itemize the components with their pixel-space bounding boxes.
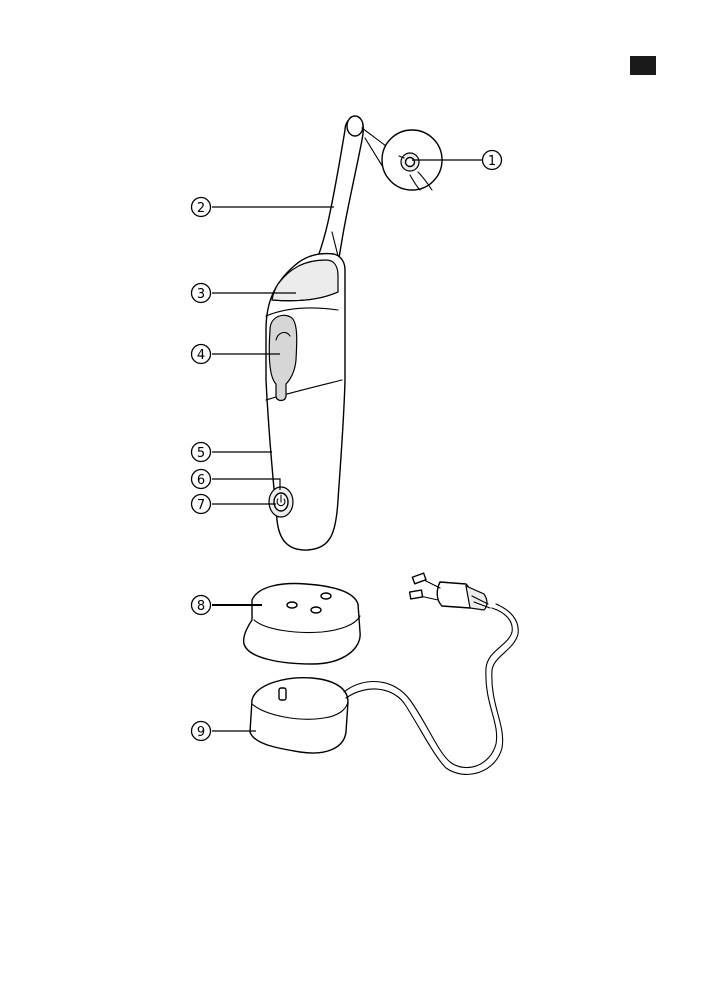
nozzle (314, 116, 363, 268)
callout-1-label: 1 (488, 154, 496, 169)
callout-8-label: 8 (197, 599, 205, 614)
callout-3-label: 3 (197, 287, 205, 302)
callout-6-label: 6 (197, 473, 205, 488)
callout-4-label: 4 (197, 348, 205, 363)
charger-cover (244, 584, 361, 664)
callout-5: 5 (192, 443, 211, 462)
callout-5-label: 5 (197, 446, 205, 461)
charger-base (250, 678, 348, 753)
nozzle-tip-detail (362, 128, 442, 190)
callout-7: 7 (192, 495, 211, 514)
callout-7-label: 7 (197, 498, 205, 513)
callout-2-label: 2 (197, 201, 205, 216)
section-marker (630, 56, 656, 75)
callout-2: 2 (192, 198, 211, 217)
callout-3: 3 (192, 284, 211, 303)
power-plug (410, 573, 490, 610)
callout-1: 1 (483, 151, 502, 170)
callout-9-label: 9 (197, 725, 205, 740)
callout-9: 9 (192, 722, 211, 741)
power-cord (344, 604, 518, 774)
callout-8: 8 (192, 596, 211, 615)
callout-4: 4 (192, 345, 211, 364)
handle (266, 254, 345, 551)
callout-6: 6 (192, 470, 211, 489)
